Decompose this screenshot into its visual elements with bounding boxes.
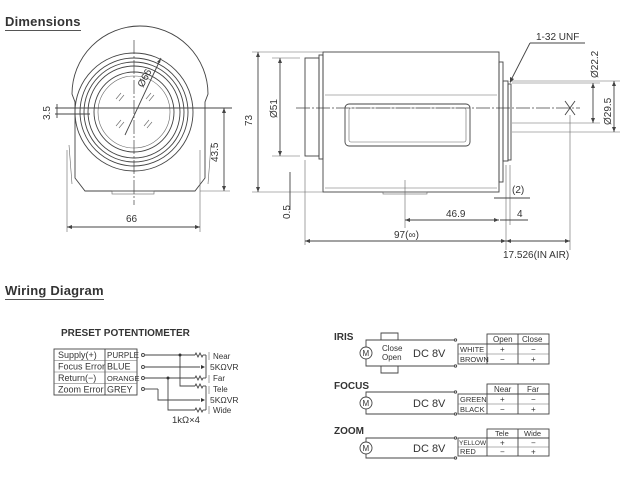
front-view-drawing: Ø66 3.5 43.5 66	[42, 25, 232, 232]
svg-text:+: +	[500, 439, 505, 448]
base-offset-label: 0.5	[282, 205, 293, 219]
mount-offset-label: 46.9	[446, 209, 466, 220]
svg-text:−: −	[500, 355, 505, 364]
wiring-diagram-heading: Wiring Diagram	[5, 283, 104, 300]
svg-text:PURPLE: PURPLE	[107, 351, 139, 360]
back-focus-label: 17.526(IN AIR)	[503, 250, 569, 261]
svg-text:+: +	[531, 405, 536, 414]
iris-motor-icon: M	[363, 349, 370, 358]
iris-switch-open-label: Open	[382, 353, 402, 362]
focus-motor-diagram: FOCUS M DC 8V Near Far GREEN + − BLACK −…	[334, 381, 550, 416]
bore-diameter-label: Ø51	[269, 99, 280, 118]
iris-title: IRIS	[334, 332, 354, 343]
svg-text:Return(−): Return(−)	[58, 373, 96, 383]
height-dimension-label: 43.5	[210, 142, 221, 162]
zoom-header-tele: Tele	[495, 429, 509, 438]
offset-dimension-label: 3.5	[42, 106, 53, 120]
zoom-motor-diagram: ZOOM M DC 8V Tele Wide YELLOW + − RED − …	[334, 426, 550, 460]
iris-header-close: Close	[522, 335, 543, 344]
focus-voltage-label: DC 8V	[413, 398, 446, 410]
svg-text:−: −	[531, 345, 536, 354]
preset-potentiometer-diagram: PRESET POTENTIOMETER Supply(+) PURPLE Fo…	[53, 328, 239, 426]
resistor-label: 1kΩ×4	[172, 415, 200, 426]
focus-vr-label: 5KΩVR	[210, 362, 239, 372]
zoom-motor-icon: M	[363, 444, 370, 453]
potentiometer-row: Supply(+) PURPLE	[58, 350, 139, 360]
svg-text:GREY: GREY	[107, 385, 133, 395]
svg-text:+: +	[500, 395, 505, 404]
potentiometer-title: PRESET POTENTIOMETER	[61, 328, 191, 339]
side-view-drawing: 73 Ø51 0.5 46.9 97(∞) (2) 4	[244, 32, 620, 261]
iris-voltage-label: DC 8V	[413, 348, 446, 360]
focus-wire-black: BLACK	[460, 405, 485, 414]
iris-header-open: Open	[493, 335, 513, 344]
focus-header-far: Far	[527, 385, 539, 394]
svg-text:−: −	[531, 395, 536, 404]
zoom-wire-yellow: YELLOW	[459, 440, 487, 447]
thread-diameter-label: Ø22.2	[590, 50, 601, 78]
svg-text:+: +	[500, 345, 505, 354]
svg-text:+: +	[531, 355, 536, 364]
svg-text:−: −	[500, 448, 505, 457]
svg-text:ORANGE: ORANGE	[107, 374, 140, 383]
iris-motor-diagram: IRIS M Close Open DC 8V Open Close WHITE…	[334, 332, 550, 374]
potentiometer-row: Focus Error BLUE	[58, 362, 131, 372]
flange-diameter-label: Ø29.5	[603, 97, 614, 125]
svg-text:−: −	[531, 439, 536, 448]
iris-wire-brown: BROWN	[460, 355, 489, 364]
svg-text:Focus Error: Focus Error	[58, 362, 105, 372]
svg-text:−: −	[500, 405, 505, 414]
zoom-wire-red: RED	[460, 447, 476, 456]
zoom-title: ZOOM	[334, 426, 364, 437]
side-height-label: 73	[244, 114, 255, 126]
dimensions-heading: Dimensions	[5, 14, 81, 31]
svg-text:BLUE: BLUE	[107, 362, 131, 372]
focus-vr-top-label: Near	[213, 352, 231, 361]
flange-thickness-label: (2)	[512, 185, 524, 196]
focus-vr-bottom-label: Far	[213, 374, 225, 383]
width-dimension-label: 66	[126, 214, 138, 225]
mount-thread-label: 1-32 UNF	[536, 32, 579, 43]
iris-wire-white: WHITE	[460, 345, 484, 354]
svg-text:Zoom Error: Zoom Error	[58, 385, 104, 395]
svg-text:+: +	[531, 448, 536, 457]
focus-motor-icon: M	[363, 399, 370, 408]
flange-depth-label: 4	[517, 209, 523, 220]
zoom-voltage-label: DC 8V	[413, 443, 446, 455]
potentiometer-row: Zoom Error GREY	[58, 385, 133, 395]
focus-title: FOCUS	[334, 381, 369, 392]
zoom-header-wide: Wide	[524, 429, 541, 438]
potentiometer-row: Return(−) ORANGE	[58, 373, 140, 383]
svg-text:Supply(+): Supply(+)	[58, 350, 97, 360]
zoom-vr-bottom-label: Wide	[213, 406, 232, 415]
zoom-vr-label: 5KΩVR	[210, 395, 239, 405]
focus-wire-green: GREEN	[460, 395, 487, 404]
zoom-vr-top-label: Tele	[213, 385, 228, 394]
focus-header-near: Near	[494, 385, 512, 394]
iris-switch-close-label: Close	[382, 344, 403, 353]
overall-length-label: 97(∞)	[394, 230, 419, 241]
